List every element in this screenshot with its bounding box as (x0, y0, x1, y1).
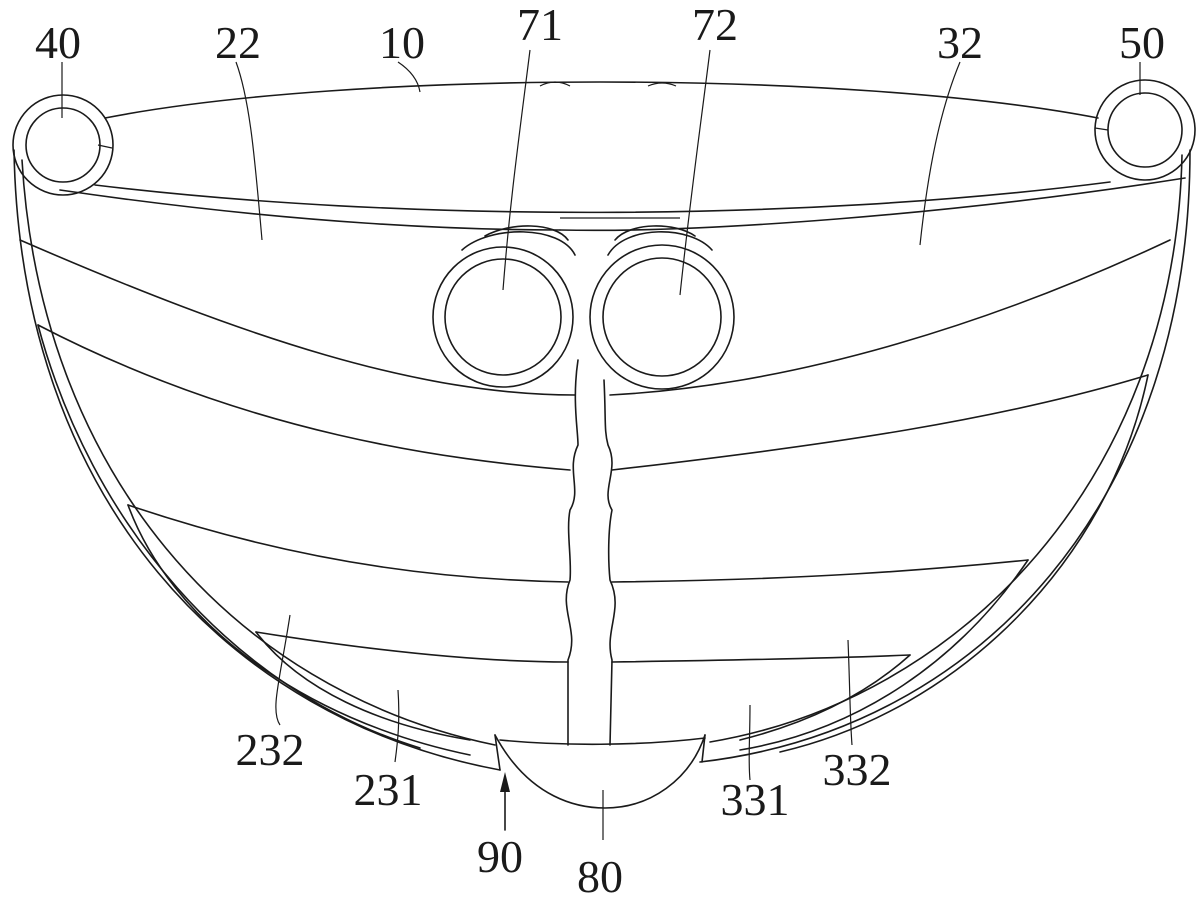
label-40: 40 (35, 17, 81, 68)
label-32: 32 (937, 17, 983, 68)
label-72: 72 (692, 0, 738, 50)
leader-lines (61, 49, 1141, 840)
label-10: 10 (379, 17, 425, 68)
label-90: 90 (477, 831, 523, 882)
arrow-90 (500, 772, 510, 831)
label-80: 80 (577, 851, 623, 898)
tube-72 (589, 225, 735, 390)
label-332: 332 (823, 744, 892, 795)
label-22: 22 (215, 17, 261, 68)
label-331: 331 (721, 774, 790, 825)
central-divider (565, 359, 616, 746)
bands (19, 239, 1171, 663)
top-rim (94, 81, 1111, 214)
side-arcs (37, 324, 1149, 756)
tube-50 (1094, 79, 1196, 181)
bottom-cup (494, 734, 706, 809)
reference-labels: 40 22 10 71 72 32 50 232 231 331 332 90 … (35, 0, 1165, 898)
label-232: 232 (236, 724, 305, 775)
tube-71 (432, 225, 576, 388)
outer-shell (13, 149, 1191, 771)
tube-40 (12, 94, 114, 196)
inner-upper-edge (59, 177, 1186, 232)
label-231: 231 (354, 764, 423, 815)
label-50: 50 (1119, 17, 1165, 68)
label-71: 71 (517, 0, 563, 50)
